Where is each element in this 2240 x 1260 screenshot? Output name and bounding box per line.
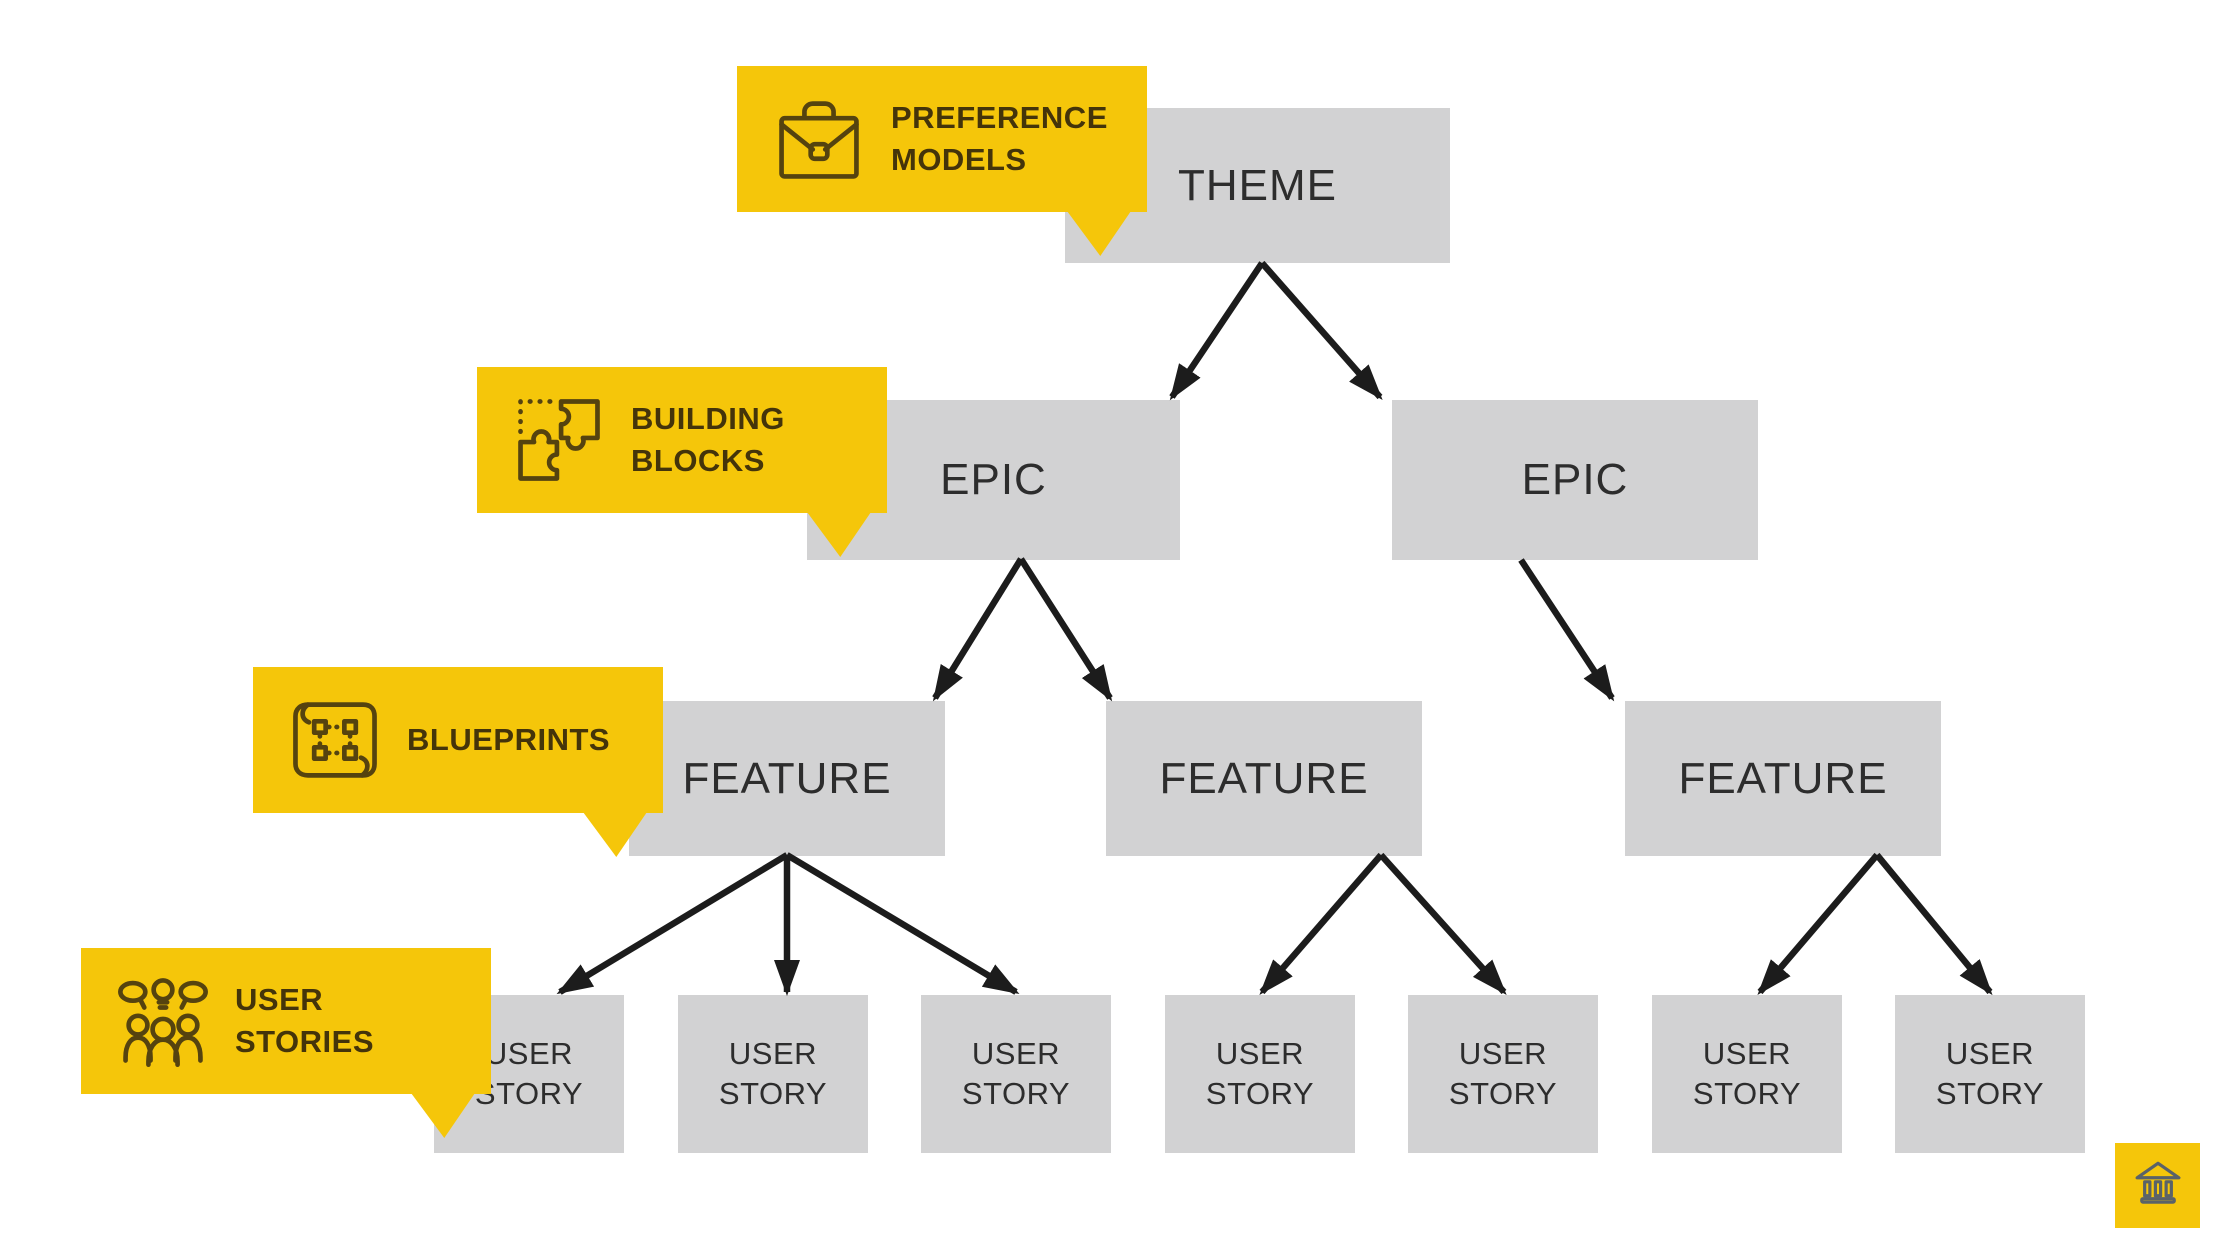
blueprint-scroll-icon: [279, 688, 391, 792]
node-user-story-4: USER STORY: [1165, 995, 1355, 1153]
user-story-label: USER: [971, 1036, 1061, 1071]
node-epic-2: EPIC: [1392, 400, 1758, 560]
node-user-story-7: USER STORY: [1895, 995, 2085, 1153]
user-story-label: USER: [1702, 1036, 1792, 1071]
user-group-icon: [107, 969, 219, 1073]
user-story-label: USER: [484, 1036, 574, 1071]
node-user-story-2: USER STORY: [678, 995, 868, 1153]
user-story-label: STORY: [1935, 1076, 2045, 1111]
user-story-label: USER: [1458, 1036, 1548, 1071]
user-story-label: STORY: [1692, 1076, 1802, 1111]
node-theme-label: THEME: [1178, 160, 1337, 210]
callout-label: BLUEPRINTS: [407, 722, 611, 757]
node-user-story-5: USER STORY: [1408, 995, 1598, 1153]
node-user-story-6: USER STORY: [1652, 995, 1842, 1153]
user-story-label: STORY: [1448, 1076, 1558, 1111]
user-story-label: USER: [1215, 1036, 1305, 1071]
node-feature-1-label: FEATURE: [682, 753, 892, 803]
user-story-label: STORY: [961, 1076, 1071, 1111]
node-feature-1: FEATURE: [629, 701, 945, 856]
node-epic-1-label: EPIC: [940, 455, 1047, 504]
user-story-label: USER: [1945, 1036, 2035, 1071]
user-story-label: STORY: [1205, 1076, 1315, 1111]
node-feature-3-label: FEATURE: [1678, 753, 1888, 803]
user-story-label: STORY: [474, 1076, 584, 1111]
node-feature-3: FEATURE: [1625, 701, 1941, 856]
puzzle-pieces-icon: [503, 388, 615, 492]
bank-icon: [2129, 1154, 2187, 1217]
node-feature-2: FEATURE: [1106, 701, 1422, 856]
bank-badge: [2115, 1143, 2200, 1228]
user-story-label: USER: [728, 1036, 818, 1071]
node-user-story-3: USER STORY: [921, 995, 1111, 1153]
user-story-label: STORY: [718, 1076, 828, 1111]
node-epic-2-label: EPIC: [1521, 455, 1629, 504]
node-feature-2-label: FEATURE: [1159, 753, 1369, 803]
briefcase-icon: [763, 87, 875, 191]
callout-blueprints: BLUEPRINTS: [253, 667, 663, 857]
